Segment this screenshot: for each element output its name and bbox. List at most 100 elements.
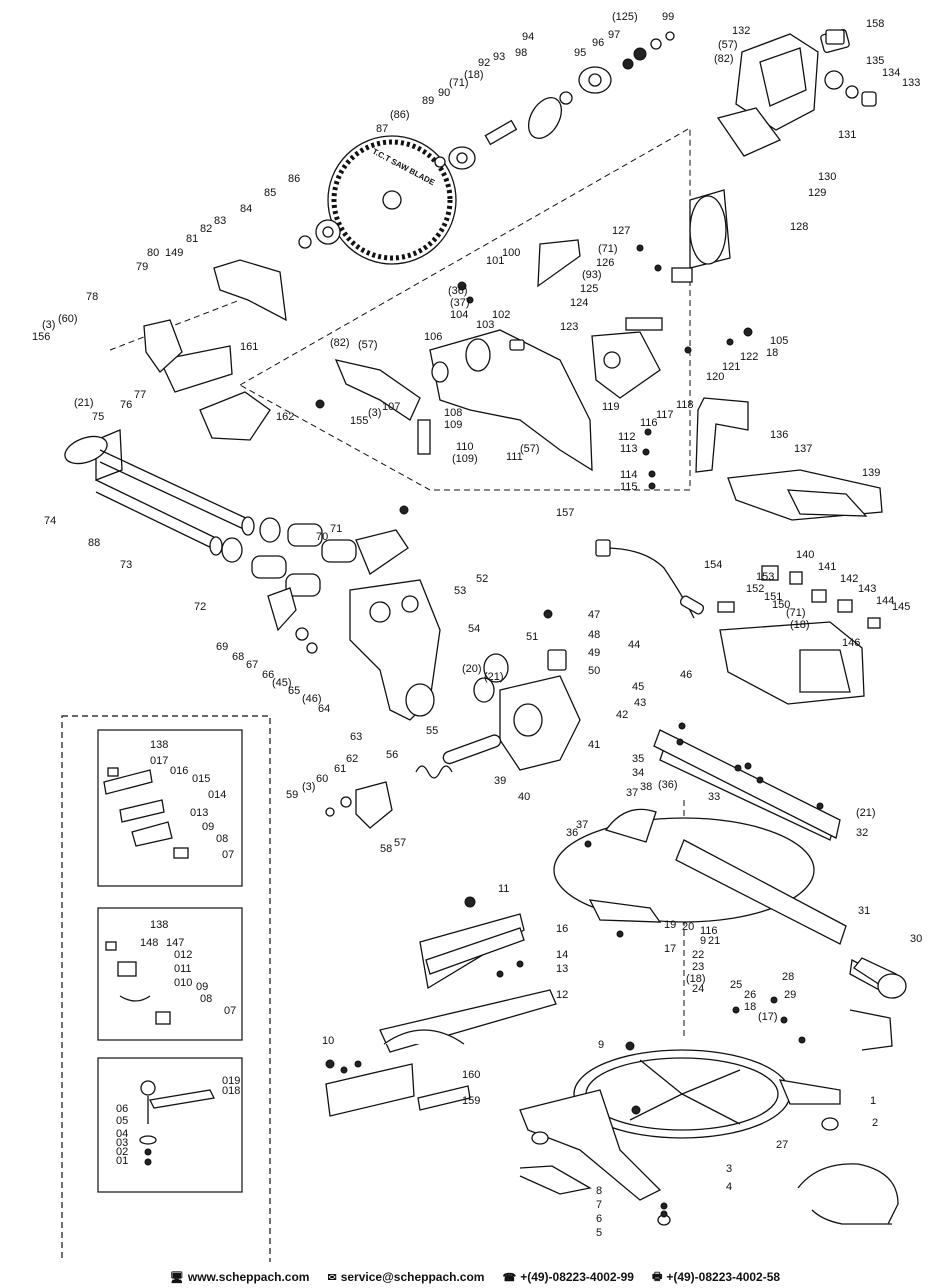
part-callout: (71) xyxy=(786,607,806,619)
part-callout: 60 xyxy=(316,773,328,785)
fastener-screws xyxy=(315,244,824,1218)
part-callout: (45) xyxy=(272,677,292,689)
part-callout: 78 xyxy=(86,291,98,303)
part-callout: 72 xyxy=(194,601,206,613)
extension-wires xyxy=(519,1009,899,1225)
email-link[interactable]: service@scheppach.com xyxy=(340,1270,485,1284)
part-callout: 115 xyxy=(620,481,638,493)
part-callout: 66 xyxy=(262,669,274,681)
part-callout: 123 xyxy=(560,321,578,333)
lower-blade-guard xyxy=(143,259,287,441)
part-callout: 130 xyxy=(818,171,836,183)
part-callout: 154 xyxy=(704,559,722,571)
telephone-icon: ☎ xyxy=(502,1271,517,1284)
part-callout: 116 xyxy=(640,417,658,429)
website-item[interactable]: 🖥 www.scheppach.com xyxy=(170,1270,310,1284)
part-callout: 64 xyxy=(318,703,330,715)
part-callout: 63 xyxy=(350,731,362,743)
email-item[interactable]: ✉ service@scheppach.com xyxy=(327,1270,484,1284)
motor-housing xyxy=(625,28,877,331)
callout-labels: 15899(125)97969594989392(18)(71)9089(86)… xyxy=(32,11,922,1239)
part-callout: (82) xyxy=(330,337,350,349)
fence xyxy=(325,913,557,1117)
part-callout: (57) xyxy=(520,443,540,455)
part-callout: (36) xyxy=(658,779,678,791)
part-callout: 22 xyxy=(692,949,704,961)
part-callout: 62 xyxy=(346,753,358,765)
fence-rail xyxy=(653,729,841,839)
extension-arm xyxy=(425,896,525,975)
part-callout: (17) xyxy=(758,1011,778,1023)
part-callout: (21) xyxy=(74,397,94,409)
upper-blade-guard xyxy=(429,329,593,472)
part-callout: 157 xyxy=(556,507,574,519)
part-callout: (18) xyxy=(464,69,484,81)
part-callout: 04 xyxy=(116,1128,128,1140)
part-callout: 05 xyxy=(116,1115,128,1127)
part-callout: 127 xyxy=(612,225,630,237)
part-callout: 86 xyxy=(288,173,300,185)
part-callout: (71) xyxy=(598,243,618,255)
part-callout: 84 xyxy=(240,203,252,215)
part-callout: 26 xyxy=(744,989,756,1001)
part-callout: 014 xyxy=(208,789,226,801)
part-callout: 28 xyxy=(782,971,794,983)
part-callout: 69 xyxy=(216,641,228,653)
part-callout: 96 xyxy=(592,37,604,49)
part-callout: 122 xyxy=(740,351,758,363)
part-callout: 139 xyxy=(862,467,880,479)
part-callout: 7 xyxy=(596,1199,602,1211)
part-callout: 158 xyxy=(866,18,884,30)
part-callout: (21) xyxy=(856,807,876,819)
part-callout: 108 xyxy=(444,407,462,419)
part-callout: 31 xyxy=(858,905,870,917)
part-callout: 98 xyxy=(515,47,527,59)
part-callout: 52 xyxy=(476,573,488,585)
part-callout: 135 xyxy=(866,55,884,67)
part-callout: 75 xyxy=(92,411,104,423)
part-callout: (57) xyxy=(358,339,378,351)
part-callout: 39 xyxy=(494,775,506,787)
part-callout: 152 xyxy=(746,583,764,595)
part-callout: 118 xyxy=(676,399,694,411)
website-link[interactable]: www.scheppach.com xyxy=(187,1270,310,1284)
part-callout: 97 xyxy=(608,29,620,41)
part-callout: 011 xyxy=(174,963,192,975)
part-callout: 80 xyxy=(147,247,159,259)
part-callout: 102 xyxy=(492,309,510,321)
part-callout: 134 xyxy=(882,67,900,79)
part-callout: 018 xyxy=(222,1085,240,1097)
spring-and-plate xyxy=(325,765,453,829)
part-callout: 01 xyxy=(116,1155,128,1167)
part-callout: 17 xyxy=(664,943,676,955)
part-callout: 138 xyxy=(150,739,168,751)
part-callout: 90 xyxy=(438,87,450,99)
part-callout: 13 xyxy=(556,963,568,975)
part-callout: 43 xyxy=(634,697,646,709)
part-callout: (3) xyxy=(302,781,315,793)
phone-number: +(49)-08223-4002-99 xyxy=(520,1270,634,1284)
part-callout: 06 xyxy=(116,1103,128,1115)
part-callout: 74 xyxy=(44,515,56,527)
part-callout: (82) xyxy=(714,53,734,65)
part-callout: 07 xyxy=(224,1005,236,1017)
saw-base xyxy=(519,1049,841,1226)
part-callout: 11 xyxy=(498,883,509,895)
part-callout: 18 xyxy=(766,347,778,359)
part-callout: 07 xyxy=(222,849,234,861)
part-callout: 25 xyxy=(730,979,742,991)
part-callout: 6 xyxy=(596,1213,602,1225)
part-callout: 45 xyxy=(632,681,644,693)
part-callout: 53 xyxy=(454,585,466,597)
part-callout: 89 xyxy=(422,95,434,107)
contact-footer: 🖥 www.scheppach.com ✉ service@scheppach.… xyxy=(0,1266,950,1288)
part-callout: 82 xyxy=(200,223,212,235)
part-callout: 49 xyxy=(588,647,600,659)
part-callout: 015 xyxy=(192,773,210,785)
part-callout: 8 xyxy=(596,1185,602,1197)
part-callout: 133 xyxy=(902,77,920,89)
part-callout: 55 xyxy=(426,725,438,737)
part-callout: 03 xyxy=(116,1137,128,1149)
part-callout: 40 xyxy=(518,791,530,803)
